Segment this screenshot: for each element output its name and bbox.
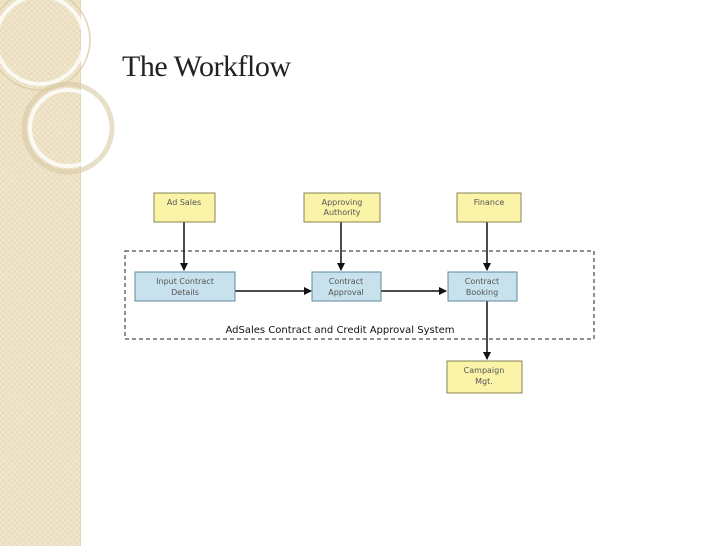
svg-text:Mgt.: Mgt. xyxy=(475,377,493,386)
svg-text:Approving: Approving xyxy=(322,198,363,207)
node-campaign-mgt: Campaign Mgt. xyxy=(446,360,523,394)
svg-text:Contract: Contract xyxy=(329,277,363,286)
node-input-contract-details: Input Contract Details xyxy=(134,271,236,302)
node-finance: Finance xyxy=(456,192,522,223)
svg-text:Contract: Contract xyxy=(465,277,499,286)
system-label: AdSales Contract and Credit Approval Sys… xyxy=(225,325,454,336)
node-contract-booking: Contract Booking xyxy=(447,271,518,302)
svg-text:Authority: Authority xyxy=(323,208,360,217)
svg-text:Details: Details xyxy=(171,288,199,297)
node-approving-authority: Approving Authority xyxy=(303,192,381,223)
svg-text:Booking: Booking xyxy=(466,288,498,297)
svg-text:Ad Sales: Ad Sales xyxy=(167,198,201,207)
svg-text:Approval: Approval xyxy=(328,288,364,297)
node-ad-sales: Ad Sales xyxy=(153,192,216,223)
decorative-rings xyxy=(0,0,115,175)
svg-text:Input Contract: Input Contract xyxy=(156,277,214,286)
svg-text:Campaign: Campaign xyxy=(464,366,505,375)
node-contract-approval: Contract Approval xyxy=(311,271,382,302)
system-boundary xyxy=(124,250,595,340)
svg-text:Finance: Finance xyxy=(474,198,505,207)
slide-title: The Workflow xyxy=(122,50,291,83)
